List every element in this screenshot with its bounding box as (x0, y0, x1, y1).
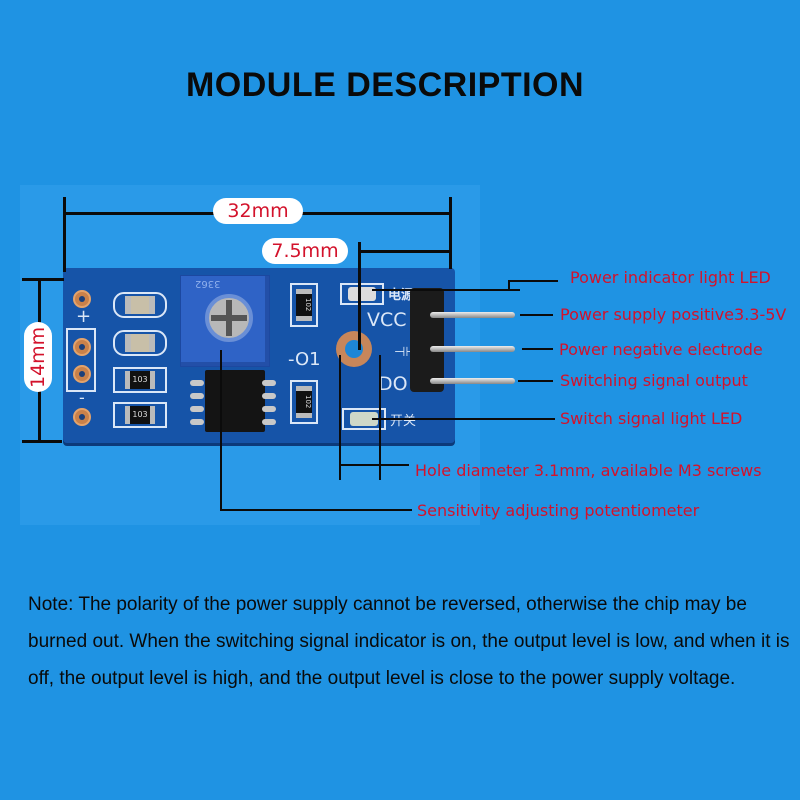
chip-pin (262, 406, 276, 412)
leader-pot-v (220, 350, 222, 511)
dim-75-hole-ext (358, 242, 361, 350)
dim-75-line (358, 250, 451, 253)
leader-hole-left (339, 355, 341, 480)
minus-label: - (79, 388, 85, 407)
vcc-label: VCC (367, 309, 407, 331)
resistor-103-a: 103 (113, 367, 167, 393)
potentiometer: 3362 (180, 275, 270, 367)
mounting-hole (336, 331, 372, 367)
vcc-pin (430, 312, 515, 318)
pad-top (73, 290, 91, 308)
chip-pin (262, 393, 276, 399)
leader-power-led (372, 289, 520, 291)
chip-pin (190, 406, 204, 412)
resistor-102-a: 102 (290, 283, 318, 327)
dim-height-label: 14mm (24, 322, 52, 392)
do-label: DO (378, 373, 408, 395)
callout-vcc: Power supply positive3.3-5V (560, 305, 787, 324)
power-led (340, 283, 384, 305)
pot-knob (205, 294, 253, 342)
dim-32-right-ext (449, 197, 452, 269)
pad-bottom (73, 408, 91, 426)
page-title: MODULE DESCRIPTION (185, 66, 585, 104)
chip-pin (190, 380, 204, 386)
chip-pin (262, 419, 276, 425)
dim-hole-offset-label: 7.5mm (262, 238, 348, 264)
pad-frame (66, 328, 96, 392)
capacitor-1 (113, 292, 167, 318)
leader-power-led-h2 (508, 280, 558, 282)
pad-mid-1 (73, 338, 91, 356)
callout-potentiometer: Sensitivity adjusting potentiometer (417, 501, 700, 520)
pot-marking: 3362 (195, 278, 221, 289)
callout-power-led: Power indicator light LED (570, 268, 771, 287)
leader-hole-right (379, 355, 381, 480)
leader-power-led-v (508, 280, 510, 291)
do-pin (430, 378, 515, 384)
switch-cn-label: 开关 (390, 414, 417, 429)
comparator-chip (205, 370, 265, 432)
callout-hole: Hole diameter 3.1mm, available M3 screws (415, 461, 762, 480)
chip-pin (190, 419, 204, 425)
power-cn-label: 电源 (388, 288, 415, 303)
resistor-102-b: 102 (290, 380, 318, 424)
chip-pin (262, 380, 276, 386)
leader-gnd (522, 348, 553, 350)
leader-hole-h (339, 464, 409, 466)
dim-14-bottom-ext (22, 440, 62, 443)
resistor-103-b: 103 (113, 402, 167, 428)
callout-switch-led: Switch signal light LED (560, 409, 743, 428)
chip-pin (190, 393, 204, 399)
dim-14-top-ext (22, 278, 64, 281)
pad-mid-2 (73, 365, 91, 383)
leader-vcc (520, 314, 553, 316)
leader-pot-h (220, 509, 412, 511)
dim-32-left-ext (63, 197, 66, 272)
gnd-pin (430, 346, 515, 352)
callout-do: Switching signal output (560, 371, 748, 390)
leader-switch-led (372, 418, 555, 420)
dim-width-label: 32mm (213, 198, 303, 224)
callout-gnd: Power negative electrode (559, 340, 763, 359)
plus-label: + (76, 306, 92, 327)
pin-header (410, 288, 444, 392)
leader-do (518, 380, 553, 382)
capacitor-2 (113, 330, 167, 356)
note-text: Note: The polarity of the power supply c… (28, 594, 790, 689)
designator-label: -O1 (288, 349, 321, 370)
